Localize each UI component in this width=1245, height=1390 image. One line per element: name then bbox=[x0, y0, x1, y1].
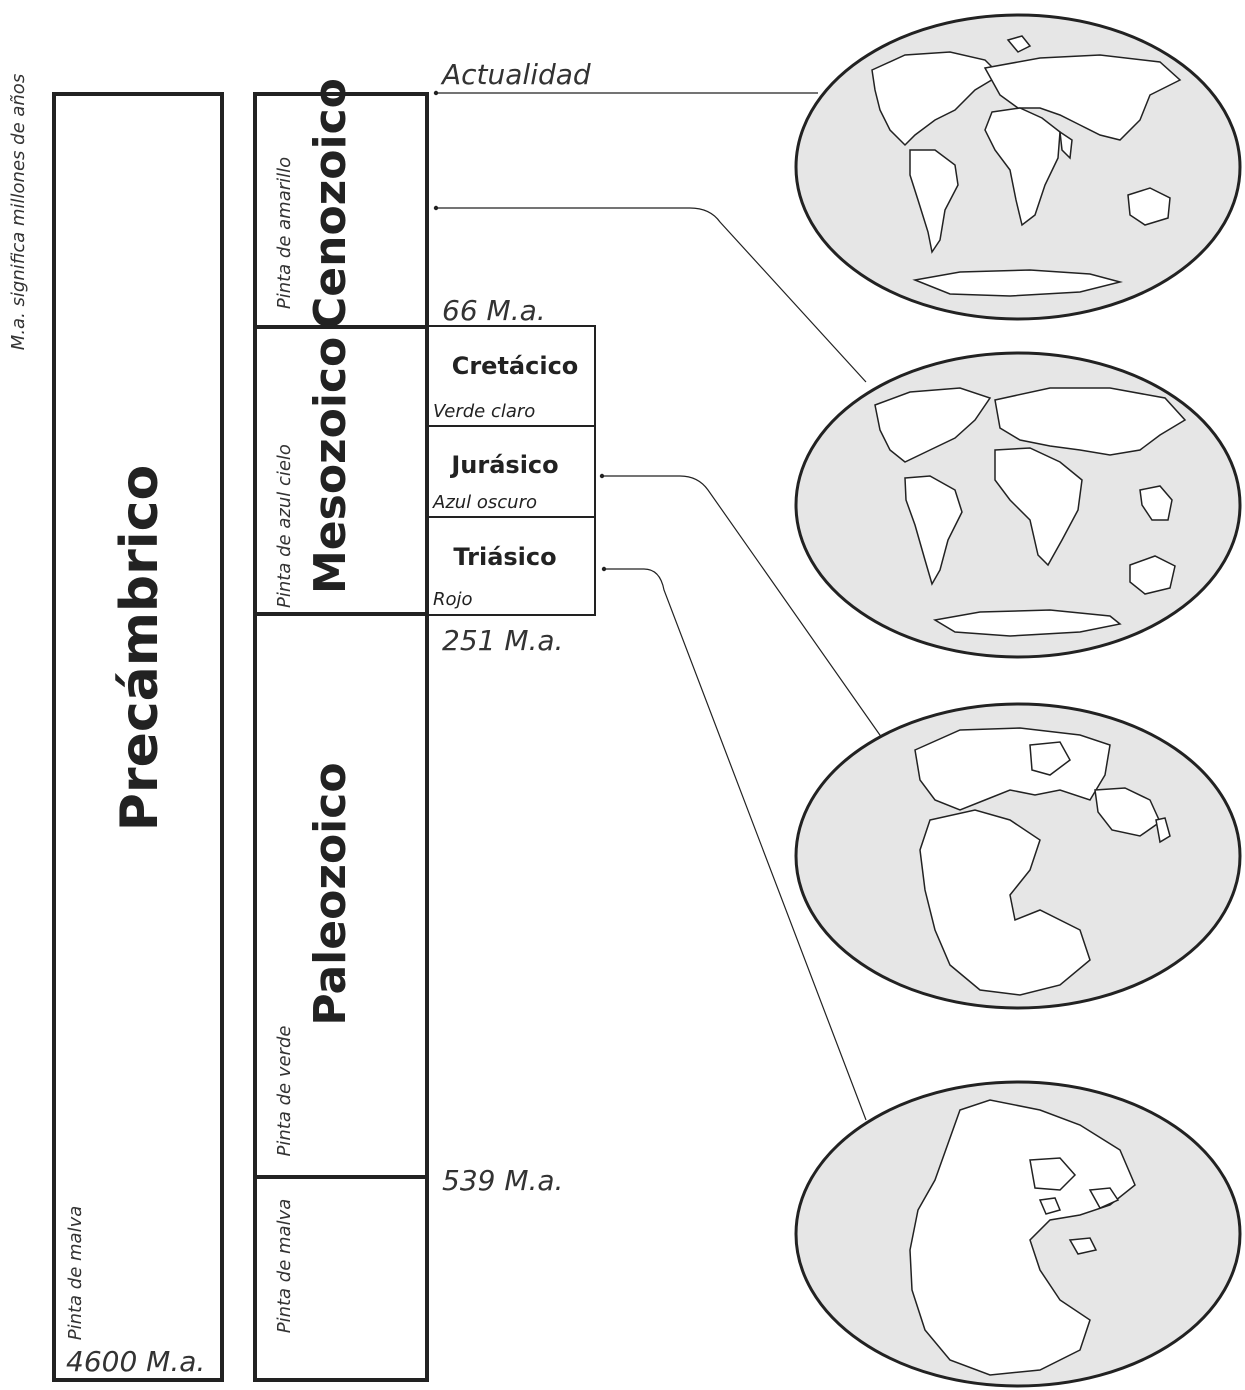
era-paleozoic bbox=[253, 612, 429, 1179]
world-map-jurassic bbox=[794, 702, 1242, 1010]
period-triassic bbox=[427, 516, 596, 616]
precambrian-column bbox=[52, 92, 224, 1382]
jurassic-name: Jurásico bbox=[451, 451, 559, 479]
jurassic-color: Azul oscuro bbox=[433, 492, 538, 513]
cretaceous-color: Verde claro bbox=[433, 401, 536, 422]
precambrian-age: 4600 M.a. bbox=[66, 1345, 206, 1378]
period-cretaceous bbox=[427, 325, 596, 427]
world-map-present bbox=[794, 13, 1242, 321]
connector-jurassic bbox=[602, 475, 883, 739]
connector-lines bbox=[433, 90, 883, 1121]
era-lower bbox=[253, 1175, 429, 1382]
time-539: 539 M.a. bbox=[442, 1164, 564, 1197]
connector-triassic bbox=[604, 568, 867, 1121]
time-251: 251 M.a. bbox=[442, 624, 564, 657]
time-66: 66 M.a. bbox=[442, 294, 546, 327]
era-mesozoic bbox=[253, 325, 429, 616]
triassic-color: Rojo bbox=[433, 589, 473, 610]
time-now: Actualidad bbox=[442, 58, 591, 91]
triassic-name: Triásico bbox=[453, 543, 557, 571]
cretaceous-name: Cretácico bbox=[451, 352, 579, 380]
world-map-cretaceous bbox=[794, 351, 1242, 659]
world-map-triassic bbox=[794, 1080, 1242, 1388]
period-jurassic bbox=[427, 425, 596, 518]
connector-cenozoic bbox=[436, 207, 867, 383]
